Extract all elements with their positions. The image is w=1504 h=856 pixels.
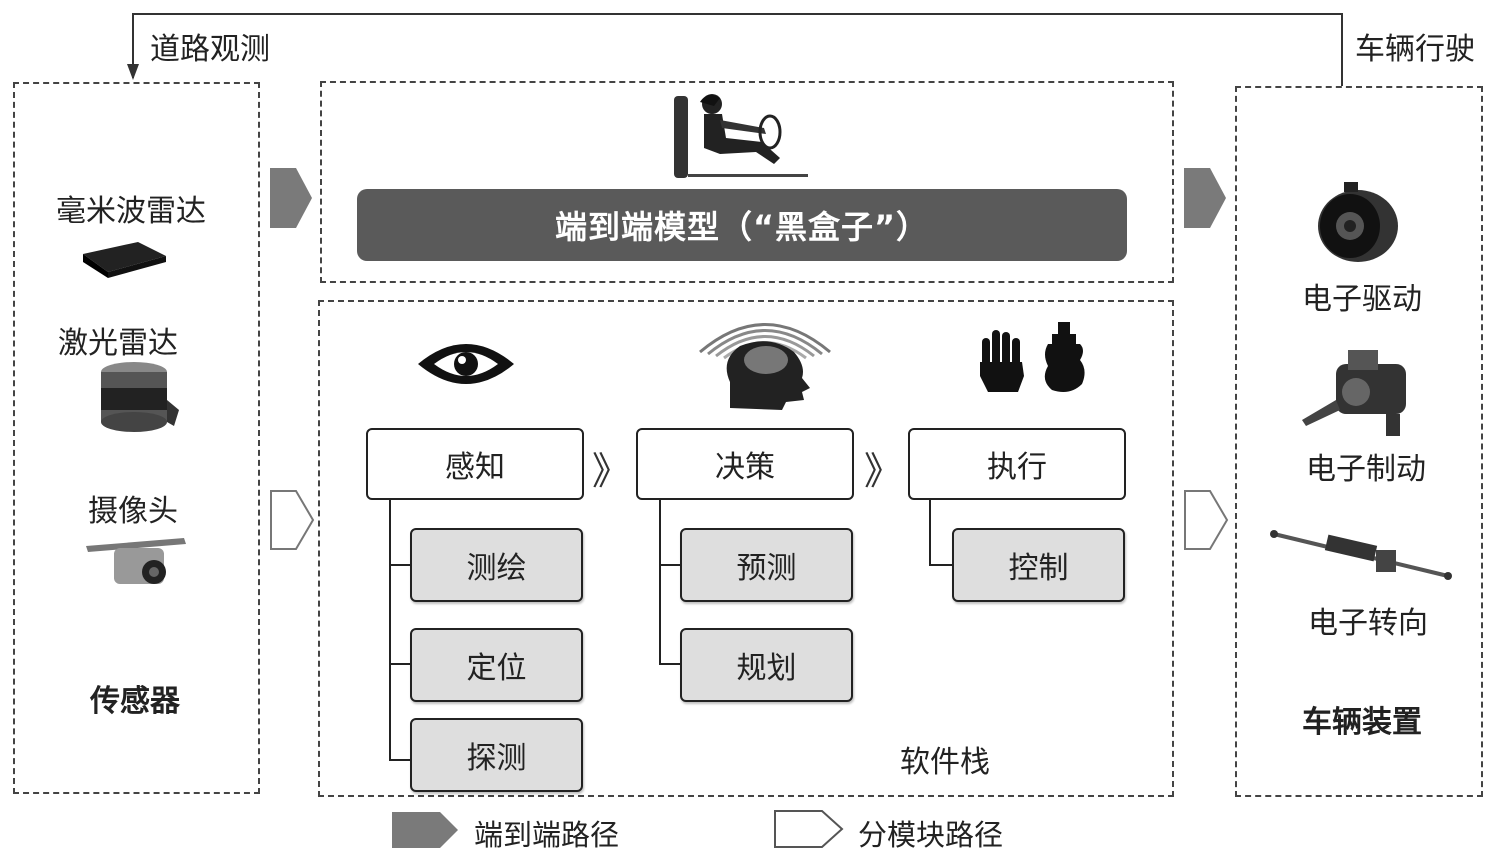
vehicle-panel [1235, 86, 1483, 797]
steering-rack-icon [1270, 530, 1452, 580]
sub-mapping: 测绘 [410, 528, 583, 602]
vehicle-driving-label: 车辆行驶 [1355, 32, 1475, 67]
legend-modular-swatch [774, 810, 844, 848]
end-to-end-model-bar: 端到端模型（“黑盒子”） [357, 189, 1127, 261]
driver-icon [674, 94, 808, 178]
sub-control: 控制 [952, 528, 1125, 602]
sensor-label-radar: 毫米波雷达 [56, 194, 206, 229]
actuator-icon [1044, 322, 1085, 392]
sensors-title: 传感器 [90, 684, 180, 719]
sub-localization: 定位 [410, 628, 583, 702]
vehicle-label-steering: 电子转向 [1308, 606, 1428, 641]
software-stack-title: 软件栈 [900, 745, 990, 780]
eye-icon [418, 344, 514, 384]
sensor-label-camera: 摄像头 [88, 494, 178, 529]
legend-modular-label: 分模块路径 [858, 818, 1004, 852]
sub-detection: 探测 [410, 718, 583, 792]
vehicle-label-brake: 电子制动 [1306, 452, 1426, 487]
stage-decision: 决策 [636, 428, 854, 500]
radar-device-icon [83, 242, 166, 278]
modular-arrow-left [270, 490, 315, 550]
vehicle-title: 车辆装置 [1302, 705, 1422, 740]
sensor-label-lidar: 激光雷达 [58, 326, 178, 361]
legend-end-to-end-label: 端到端路径 [474, 818, 620, 852]
sub-planning: 规划 [680, 628, 853, 702]
road-observation-label: 道路观测 [150, 32, 270, 67]
brake-icon [1302, 350, 1406, 436]
stage-separator-1: 》 [592, 449, 631, 493]
sub-prediction: 预测 [680, 528, 853, 602]
camera-device-icon [86, 538, 186, 584]
sensors-panel [13, 82, 260, 794]
stage-execution: 执行 [908, 428, 1126, 500]
vehicle-label-drive: 电子驱动 [1302, 282, 1422, 317]
end-to-end-arrow-left [270, 168, 312, 228]
hand-icon [980, 330, 1024, 392]
modular-arrow-right [1184, 490, 1229, 550]
stage-perception: 感知 [366, 428, 584, 500]
stage-separator-2: 》 [864, 449, 903, 493]
brain-signal-icon [699, 323, 831, 410]
software-stack-panel [318, 300, 1174, 797]
motor-icon [1318, 182, 1398, 262]
end-to-end-arrow-right [1184, 168, 1226, 228]
feedback-loop-line [127, 13, 1343, 86]
legend-end-to-end-swatch [392, 812, 458, 848]
lidar-device-icon [101, 362, 179, 432]
end-to-end-panel [320, 81, 1174, 283]
